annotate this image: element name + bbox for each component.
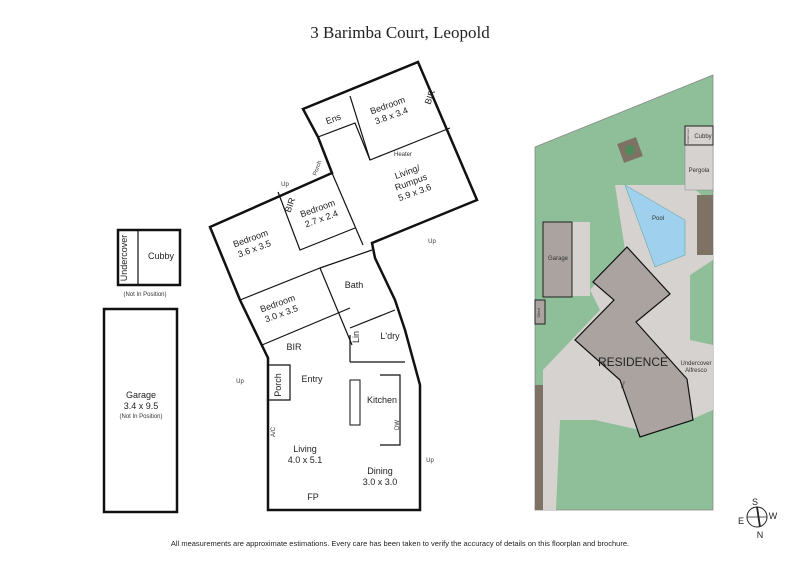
compass: S W E N — [738, 497, 778, 540]
room-name: BIR — [423, 88, 438, 106]
room-name: L'dry — [380, 331, 400, 341]
kitchen-island — [349, 379, 361, 426]
room-name: Cubby — [148, 251, 175, 261]
room-name: Entry — [301, 374, 323, 384]
room-name: DW — [395, 420, 401, 430]
room-name: Living — [293, 444, 317, 454]
main-house — [208, 60, 479, 512]
room-name: Porch — [312, 160, 323, 177]
room-name: A/C — [271, 426, 277, 437]
room-name: Undercover — [119, 235, 129, 282]
room-name: FP — [307, 492, 319, 502]
up-label: Up — [428, 239, 436, 245]
residence-label: RESIDENCE — [598, 355, 668, 369]
compass-e: E — [738, 516, 744, 526]
up-label: Up — [236, 379, 244, 385]
up-label: Up — [281, 182, 289, 188]
room-name: Kitchen — [367, 395, 397, 405]
compass-w: W — [769, 511, 778, 521]
room-name: Lin — [351, 331, 361, 343]
room-size: 3.0 x 3.0 — [363, 477, 398, 487]
site-plan: RESIDENCE Pool Pergola Cubby Undercover … — [534, 74, 714, 511]
note: (Not In Position) — [119, 414, 162, 420]
room-name: BIR — [283, 196, 298, 214]
room-name: Bath — [345, 280, 364, 290]
room-name: Garage — [126, 390, 156, 400]
cubby-label: Cubby — [694, 134, 711, 140]
shed-label: Shed — [536, 308, 541, 317]
compass-n: N — [757, 530, 764, 540]
compass-s: S — [752, 497, 758, 507]
alfresco-label: Alfresco — [685, 368, 707, 374]
garage-plan: Garage 3.4 x 9.5 (Not In Position) — [102, 307, 179, 514]
room-size: 3.4 x 9.5 — [124, 401, 159, 411]
pool-label: Pool — [652, 216, 664, 222]
room-size: 4.0 x 5.1 — [288, 455, 323, 465]
porch-label: Porch — [620, 380, 627, 389]
undercover-label: Undercover — [686, 128, 690, 144]
room-name: Heater — [394, 152, 412, 158]
room-name: BIR — [286, 342, 302, 352]
alfresco-label: Undercover — [680, 361, 711, 367]
room-name: Dining — [367, 466, 393, 476]
pergola-label: Pergola — [689, 168, 710, 174]
garage-label: Garage — [548, 256, 569, 262]
disclaimer: All measurements are approximate estimat… — [171, 539, 629, 548]
room-name: Porch — [273, 373, 283, 397]
page-title: 3 Barimba Court, Leopold — [310, 23, 490, 42]
note: (Not In Position) — [123, 292, 166, 298]
cubby-plan: Undercover Cubby (Not In Position) — [116, 228, 182, 298]
up-label: Up — [426, 458, 434, 464]
